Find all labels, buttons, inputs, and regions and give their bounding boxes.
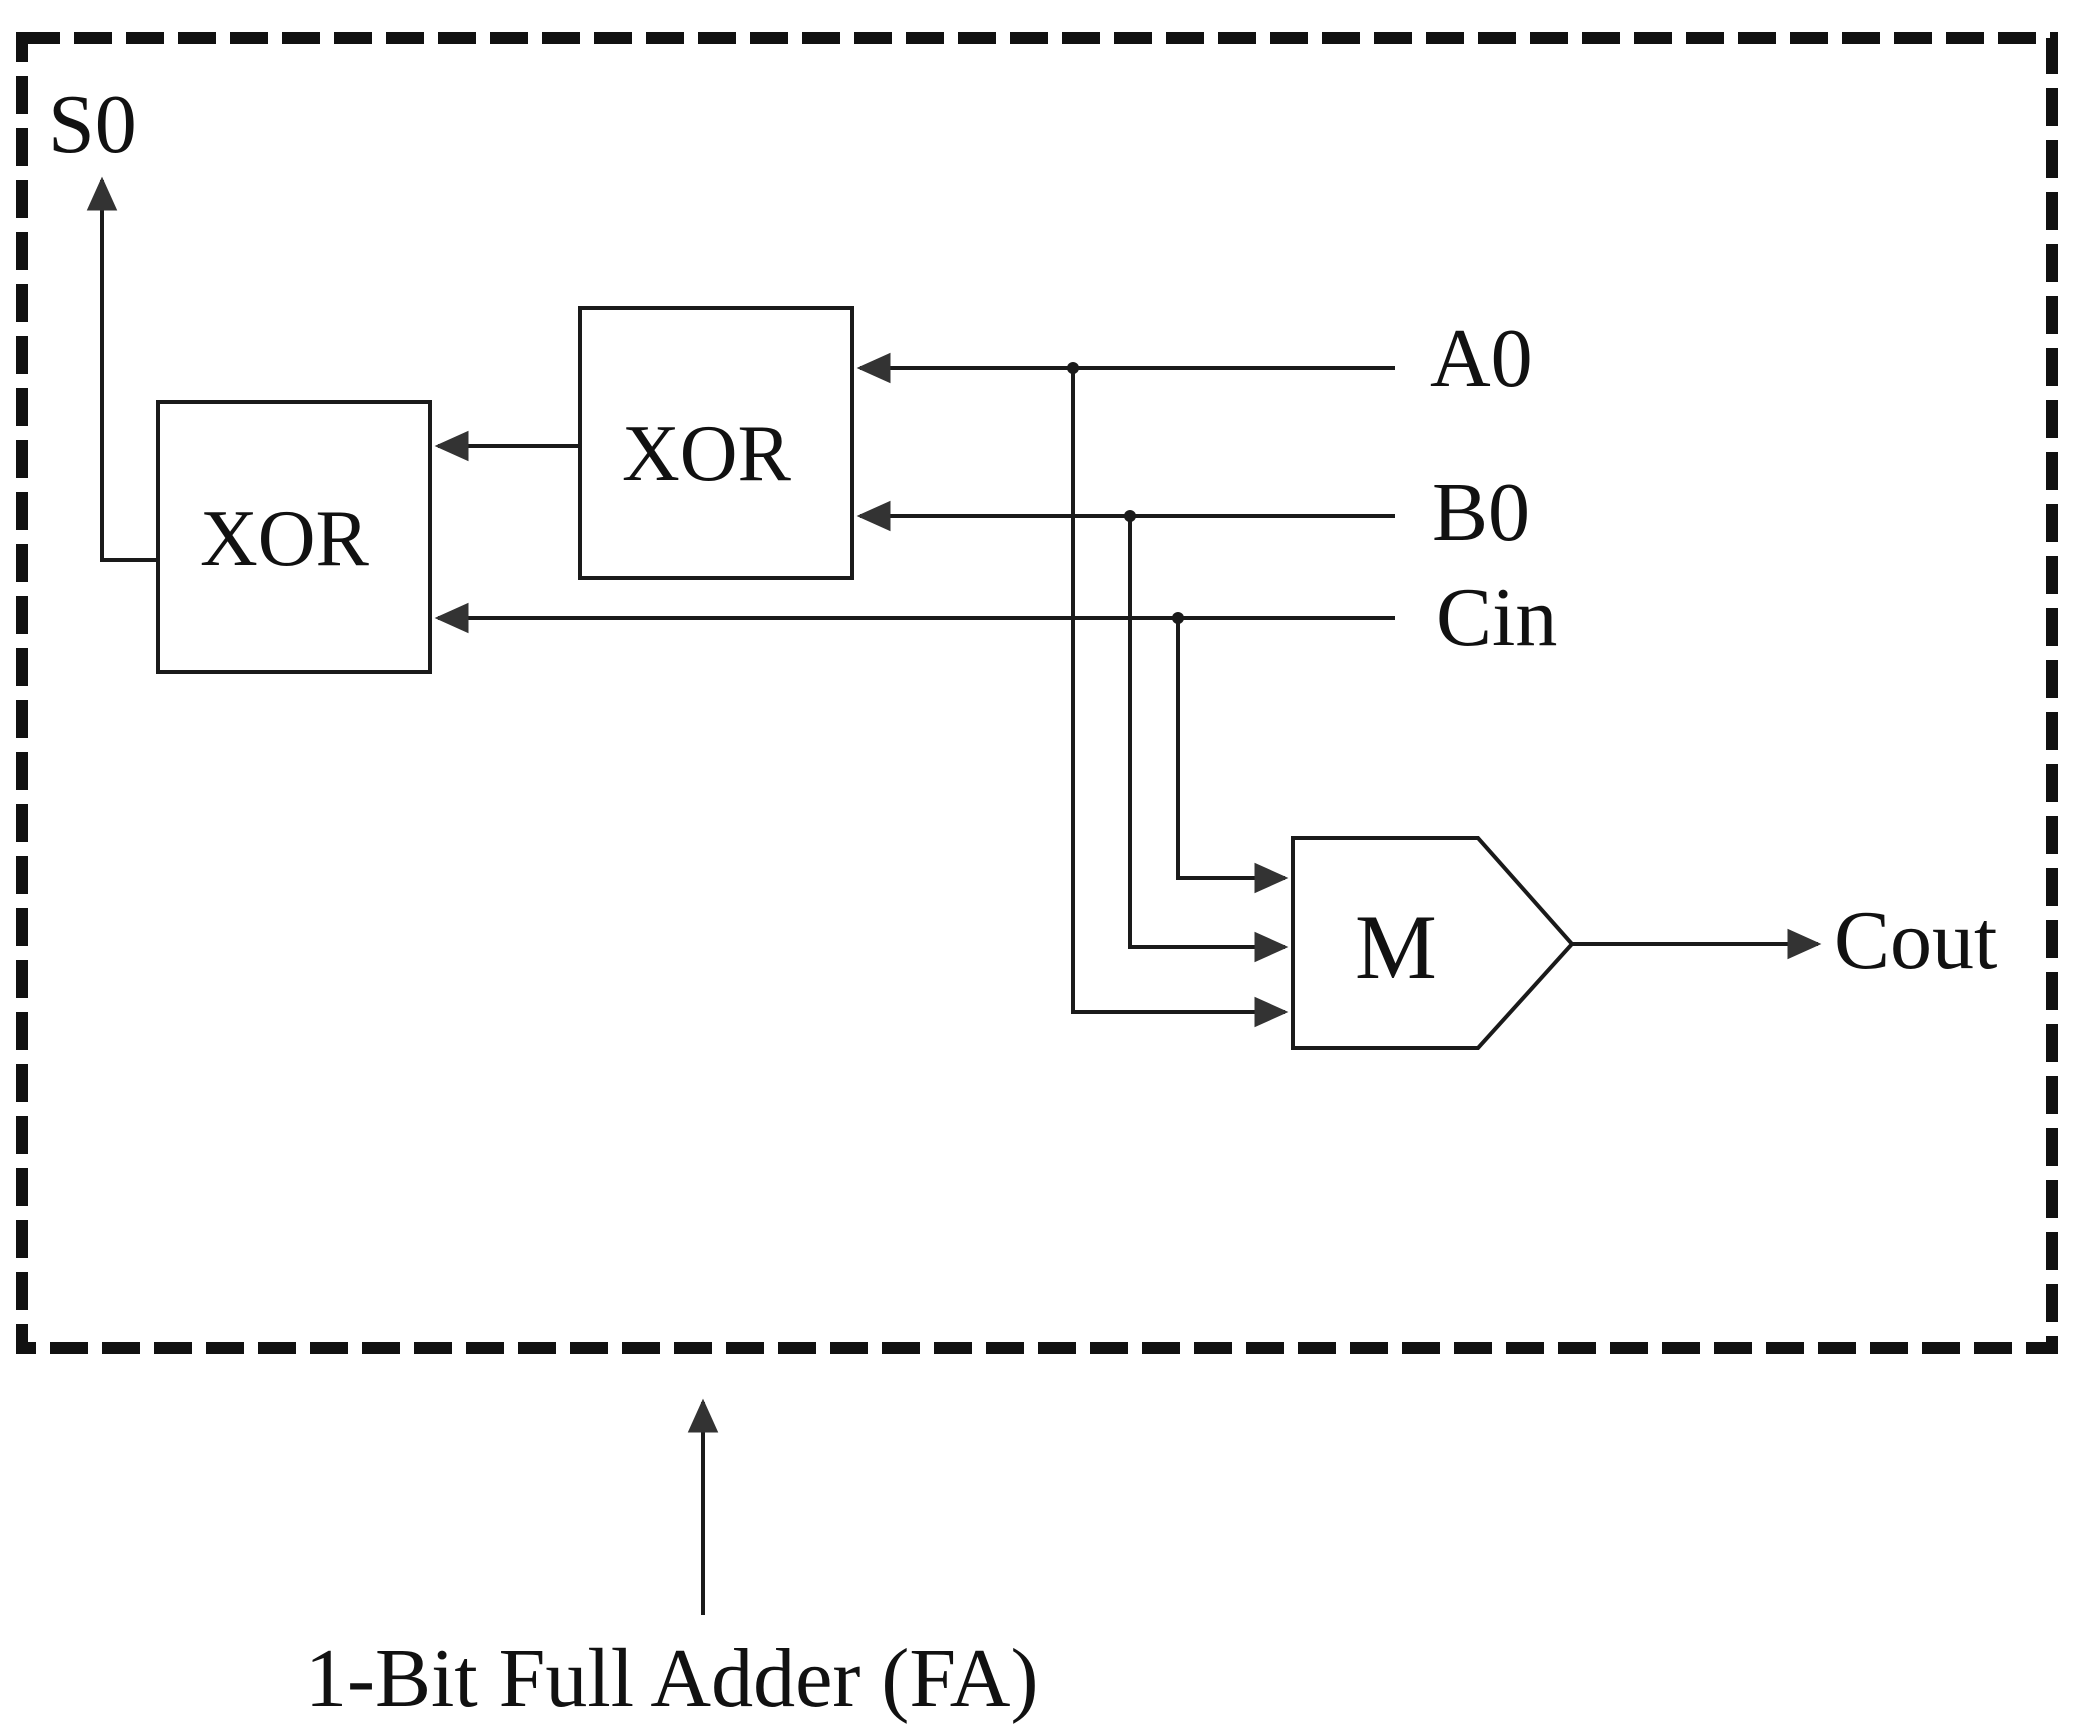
- xor-gate-right: [578, 306, 854, 580]
- cout-label: Cout: [1834, 894, 1997, 987]
- b0-label: B0: [1432, 466, 1530, 559]
- b0-tap-wire: [1128, 516, 1289, 963]
- majority-gate-label: M: [1355, 896, 1437, 998]
- b0-junction-dot: [1124, 510, 1136, 522]
- caption-label: 1-Bit Full Adder (FA): [305, 1632, 1038, 1725]
- a0-tap-wire: [1071, 368, 1289, 1028]
- cin-junction-dot: [1172, 612, 1184, 624]
- a0-junction-dot: [1067, 362, 1079, 374]
- xor-gate-left-label: XOR: [200, 495, 370, 583]
- s0-wire: [86, 176, 158, 562]
- a0-label: A0: [1430, 312, 1533, 405]
- xor-gate-right-label: XOR: [622, 410, 792, 498]
- s0-label: S0: [48, 78, 137, 171]
- xor-gate-left: [156, 400, 432, 674]
- cin-label: Cin: [1436, 571, 1557, 664]
- majority-gate: [1291, 836, 1575, 1050]
- module-boundary: [16, 32, 2058, 1354]
- cin-tap-wire: [1176, 618, 1289, 894]
